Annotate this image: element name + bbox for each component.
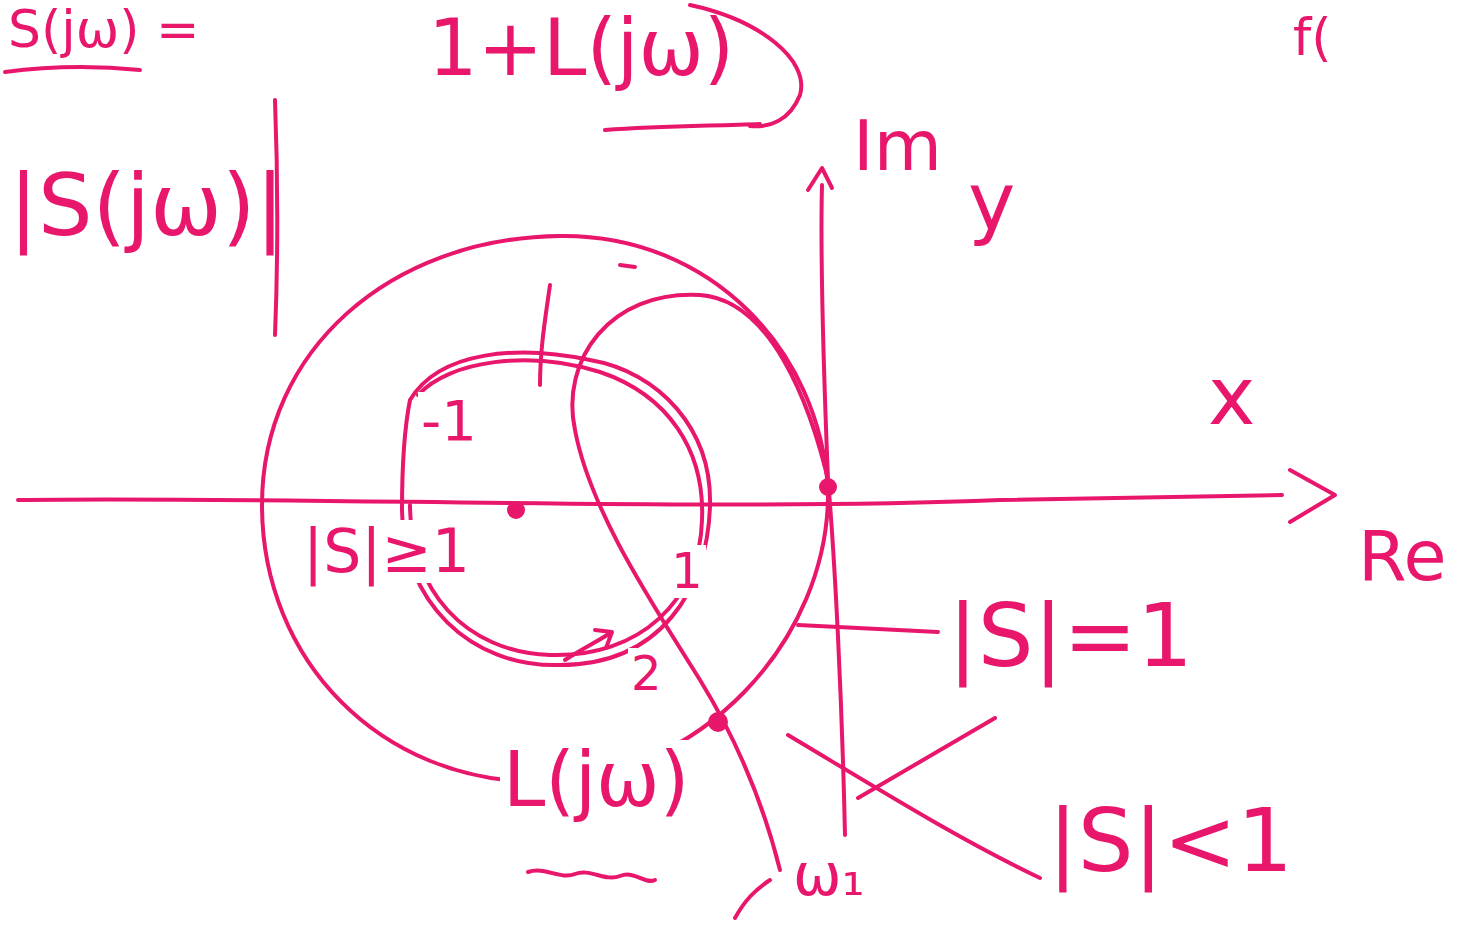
axis-label: Re [1355,520,1450,594]
critical-point [509,503,523,517]
axis-label: x [1205,355,1258,439]
axis-arrowhead [1290,470,1335,522]
unit-sensitivity-circle [262,236,828,782]
formula-text: |S(jω)| [6,160,288,250]
underline [5,67,140,72]
axis-label: y [965,160,1018,244]
underline [605,124,760,130]
squiggle-underline [528,870,655,881]
leader-line [858,718,995,798]
real-axis [18,495,1282,505]
axis-label: Im [850,110,945,184]
tick-mark [620,265,635,267]
formula-text: 1+L(jω) [425,8,737,90]
crossover-point [710,714,726,730]
formula-text: S(jω) = [5,2,203,57]
radius-label: 1 [668,545,706,598]
region-label: |S|<1 [1045,795,1296,887]
axis-arrowhead [808,168,832,190]
leader-line [798,625,938,632]
inner-circle [402,353,710,666]
origin-point [821,480,835,494]
region-label: |S|≥1 [300,520,473,583]
radius-label: 2 [628,648,665,698]
formula-text: f( [1290,10,1335,65]
tick-mark [540,285,550,385]
frequency-label: ω₁ [790,845,868,906]
region-label: |S|=1 [945,590,1196,682]
frequency-arrow [735,880,770,918]
curve-label: L(jω) [500,740,692,820]
radius-arrow [565,630,612,660]
imaginary-axis [821,185,845,835]
point-label: -1 [418,392,480,451]
